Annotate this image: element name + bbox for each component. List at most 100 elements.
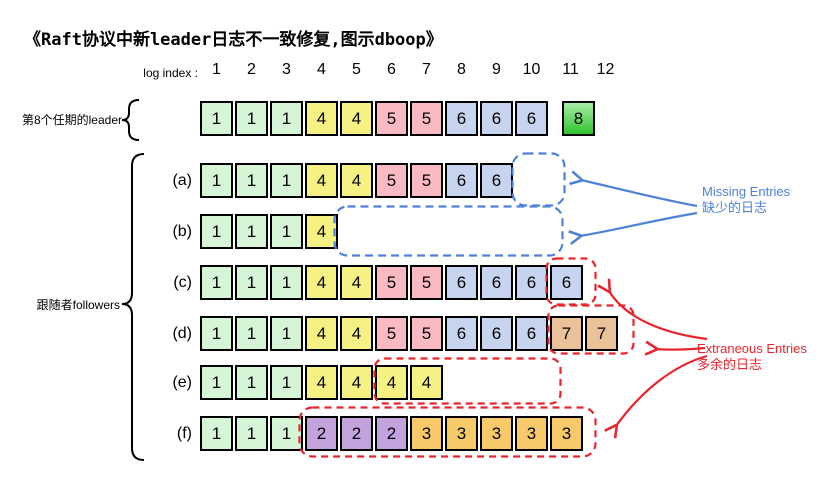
missing-arrow-to-a (581, 180, 698, 208)
log-entry-term-7: 7 (585, 316, 618, 351)
log-entry-term-4: 4 (340, 101, 373, 136)
log-index-7: 7 (422, 61, 431, 78)
log-entry-term-2: 2 (305, 416, 338, 451)
missing-arrow-to-b (580, 211, 698, 236)
follower-row-label-c: (c) (173, 273, 192, 291)
log-index-2: 2 (247, 61, 256, 78)
log-index-5: 5 (352, 61, 361, 78)
log-entry-term-4: 4 (305, 163, 338, 198)
log-entry-term-8: 8 (562, 101, 595, 136)
diagram-title: 《Raft协议中新leader日志不一致修复,图示dboop》 (24, 30, 443, 50)
log-entry-term-1: 1 (235, 163, 268, 198)
log-entry-term-1: 1 (270, 214, 303, 249)
log-index-9: 9 (492, 61, 501, 78)
log-entry-term-4: 4 (340, 316, 373, 351)
log-index-12: 12 (596, 61, 615, 78)
log-entry-term-5: 5 (410, 265, 443, 300)
log-entry-term-1: 1 (235, 416, 268, 451)
follower-row-label-e: (e) (172, 373, 192, 391)
log-entry-term-1: 1 (200, 265, 233, 300)
log-entry-term-1: 1 (270, 365, 303, 400)
log-index-8: 8 (457, 61, 466, 78)
missing-region-outline-b (333, 205, 564, 257)
log-entry-term-5: 5 (375, 265, 408, 300)
log-entry-term-6: 6 (480, 101, 513, 136)
log-entry-term-3: 3 (445, 416, 478, 451)
log-entry-term-7: 7 (550, 316, 583, 351)
log-entry-term-3: 3 (480, 416, 513, 451)
log-entry-term-1: 1 (270, 416, 303, 451)
log-entry-term-1: 1 (200, 214, 233, 249)
log-entry-term-6: 6 (445, 101, 478, 136)
follower-row-label-b: (b) (172, 222, 192, 240)
extraneous-entries-annotation: Extraneous Entries 多余的日志 (697, 341, 807, 373)
log-entry-term-3: 3 (410, 416, 443, 451)
log-entry-term-1: 1 (235, 365, 268, 400)
log-entry-term-1: 1 (200, 365, 233, 400)
missing-entries-subtitle: 缺少的日志 (702, 200, 768, 215)
log-entry-term-6: 6 (515, 265, 548, 300)
log-entry-term-1: 1 (235, 316, 268, 351)
follower-row-label-d: (d) (172, 324, 192, 342)
log-entry-term-1: 1 (200, 416, 233, 451)
log-entry-term-4: 4 (305, 214, 338, 249)
extraneous-entries-subtitle: 多余的日志 (697, 357, 763, 372)
log-entry-term-5: 5 (375, 163, 408, 198)
log-entry-term-6: 6 (445, 265, 478, 300)
log-index-11: 11 (562, 61, 579, 78)
log-entry-term-5: 5 (410, 101, 443, 136)
log-entry-term-4: 4 (340, 265, 373, 300)
log-entry-term-1: 1 (235, 265, 268, 300)
log-entry-term-5: 5 (410, 316, 443, 351)
log-entry-term-4: 4 (410, 365, 443, 400)
log-entry-term-1: 1 (270, 101, 303, 136)
missing-entries-title: Missing Entries (702, 184, 791, 199)
log-entry-term-6: 6 (515, 101, 548, 136)
log-entry-term-6: 6 (480, 265, 513, 300)
log-entry-term-1: 1 (270, 163, 303, 198)
leader-label: 第8个任期的leader (21, 113, 122, 127)
log-entry-term-4: 4 (340, 163, 373, 198)
log-entry-term-6: 6 (445, 316, 478, 351)
log-entry-term-3: 3 (515, 416, 548, 451)
log-entry-term-2: 2 (375, 416, 408, 451)
log-index-1: 1 (212, 61, 221, 78)
log-entry-term-1: 1 (270, 265, 303, 300)
log-entry-term-1: 1 (270, 316, 303, 351)
log-entry-term-4: 4 (340, 365, 373, 400)
log-index-4: 4 (317, 61, 326, 78)
log-entry-term-1: 1 (200, 316, 233, 351)
log-entry-term-4: 4 (375, 365, 408, 400)
followers-brace (121, 153, 145, 461)
log-index-6: 6 (387, 61, 396, 78)
log-entry-term-6: 6 (515, 316, 548, 351)
leader-new-term-cell: 8 (562, 101, 597, 136)
log-entry-term-1: 1 (235, 214, 268, 249)
log-entry-term-6: 6 (445, 163, 478, 198)
log-entry-term-5: 5 (375, 101, 408, 136)
log-entry-term-1: 1 (200, 163, 233, 198)
log-entry-term-2: 2 (340, 416, 373, 451)
log-entry-term-4: 4 (305, 316, 338, 351)
log-entry-term-4: 4 (305, 101, 338, 136)
log-entry-term-1: 1 (235, 101, 268, 136)
follower-row-label-a: (a) (172, 171, 192, 189)
log-index-label: log index : (143, 66, 198, 80)
extraneous-arrow-to-c (609, 291, 708, 341)
log-entry-term-3: 3 (550, 416, 583, 451)
